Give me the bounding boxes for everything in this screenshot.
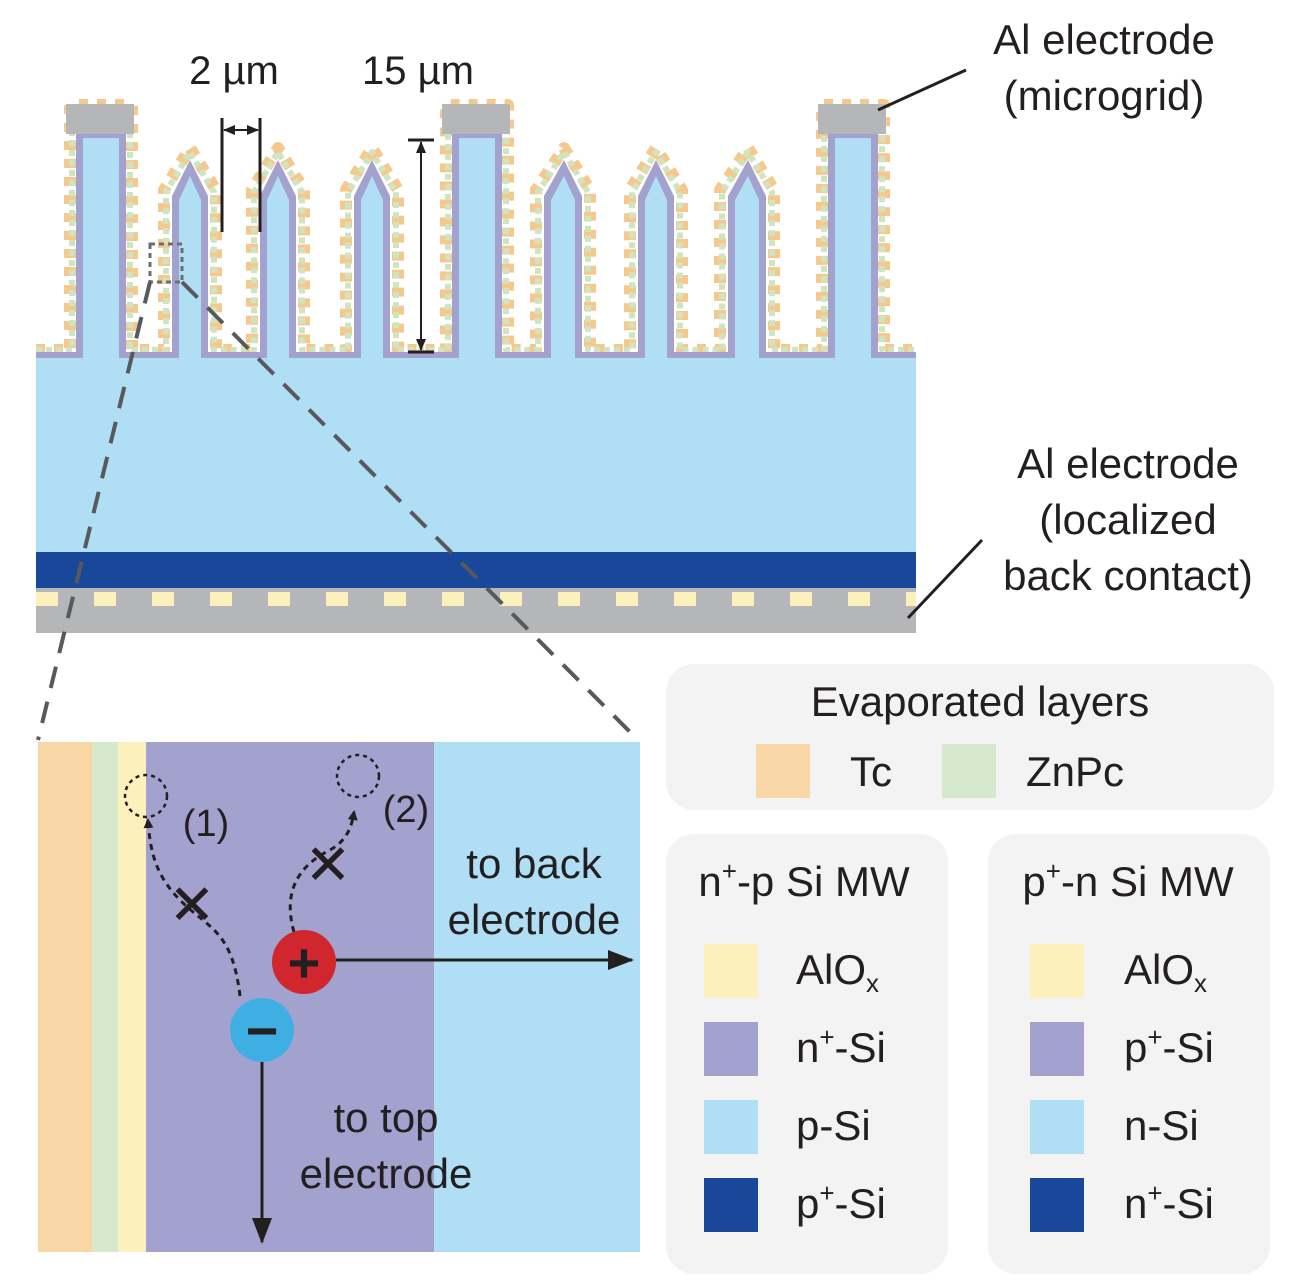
legend-znpc-label: ZnPc	[1026, 748, 1124, 795]
dim-width-label: 2 µm	[189, 49, 279, 93]
legend-p-n-items: AlOx p+-Si n-Si n+-Si	[1030, 944, 1214, 1232]
legend-p-n-si: p+-n Si MW AlOx p+-Si n-Si n+-Si	[988, 834, 1270, 1274]
top-electrode-label-line1: Al electrode	[993, 16, 1215, 63]
blocked-cross-2-icon: ✕	[305, 833, 352, 896]
electrode-annotations: Al electrode (microgrid) Al electrode (l…	[877, 16, 1253, 620]
legend-n_p-label-2: p-Si	[796, 1102, 871, 1149]
legend-p_n-label-2: n-Si	[1124, 1102, 1199, 1149]
back-electrode-label-line2: (localized	[1039, 496, 1216, 543]
zoom-region-marker	[148, 242, 184, 284]
p-si-core	[36, 138, 916, 560]
back-electrode-leader	[906, 538, 984, 620]
path-2-label: (2)	[383, 789, 429, 831]
legend-p_n-swatch-3	[1030, 1178, 1084, 1232]
inset-tc-layer	[38, 742, 92, 1252]
legend-n_p-swatch-0	[704, 944, 758, 998]
legend-n_p-label-1: n+-Si	[796, 1022, 886, 1071]
hole-carrier-icon	[272, 930, 336, 994]
to-back-label-line1: to back	[466, 840, 602, 887]
dimension-markers: 2 µm 15 µm	[189, 49, 474, 354]
cross-section	[36, 99, 916, 633]
zoom-guide-left	[36, 281, 152, 741]
electron-carrier-icon	[230, 998, 294, 1062]
legend-evaporated-title: Evaporated layers	[811, 678, 1150, 725]
back-electrode-label-line3: back contact)	[1003, 552, 1253, 599]
zoom-inset: ✕ ✕ (1) (2) + − to back electrode to top…	[38, 742, 640, 1252]
to-back-label-line2: electrode	[448, 896, 621, 943]
al-microgrid-cap	[66, 104, 134, 134]
path-1-label: (1)	[183, 803, 229, 845]
blocked-cross-1-icon: ✕	[169, 873, 216, 936]
inset-p-si-layer	[434, 742, 640, 1252]
legend-n-p-items: AlOx n+-Si p-Si p+-Si	[704, 944, 886, 1232]
legend-n-p-title: n+-p Si MW	[698, 856, 910, 905]
legend-n_p-label-0: AlOx	[796, 946, 879, 998]
legend-tc-swatch	[756, 744, 810, 798]
legend-p_n-label-3: n+-Si	[1124, 1178, 1214, 1227]
target-state-1-icon	[123, 773, 169, 819]
inset-n-plus-si-layer	[146, 742, 434, 1252]
legend-p-n-title: p+-n Si MW	[1022, 856, 1234, 905]
p-plus-si-layer	[36, 552, 916, 588]
inset-aloX-layer	[118, 742, 146, 1252]
legend-evaporated-layers: Evaporated layers Tc ZnPc	[666, 664, 1274, 810]
back-electrode-label-line1: Al electrode	[1017, 440, 1239, 487]
legend-znpc-swatch	[942, 744, 996, 798]
to-top-label-line1: to top	[333, 1094, 438, 1141]
top-electrode-leader	[877, 68, 967, 112]
legend-n_p-swatch-1	[704, 1022, 758, 1076]
legend-tc-label: Tc	[850, 748, 892, 795]
path-1-trajectory	[143, 818, 242, 997]
al-back-electrode	[36, 588, 916, 633]
dim-height-label: 15 µm	[362, 49, 474, 93]
target-state-2-icon	[335, 753, 381, 799]
legend-n_p-label-3: p+-Si	[796, 1178, 886, 1227]
al-microgrid-cap	[442, 104, 510, 134]
electron-symbol: −	[246, 999, 279, 1062]
legend-p_n-swatch-2	[1030, 1100, 1084, 1154]
legend-n-p-si: n+-p Si MW AlOx n+-Si p-Si p+-Si	[666, 834, 948, 1274]
legend-p_n-label-0: AlOx	[1124, 946, 1207, 998]
hole-symbol: +	[288, 931, 321, 994]
legend-n_p-swatch-2	[704, 1100, 758, 1154]
al-microgrid-cap	[818, 104, 886, 134]
legend-n_p-swatch-3	[704, 1178, 758, 1232]
to-top-label-line2: electrode	[300, 1150, 473, 1197]
inset-znpc-layer	[92, 742, 118, 1252]
legend-p_n-label-1: p+-Si	[1124, 1022, 1214, 1071]
top-electrode-label-line2: (microgrid)	[1004, 72, 1205, 119]
legend-evaporated-panel	[666, 664, 1274, 810]
legend-p_n-swatch-0	[1030, 944, 1084, 998]
legend-p_n-swatch-1	[1030, 1022, 1084, 1076]
